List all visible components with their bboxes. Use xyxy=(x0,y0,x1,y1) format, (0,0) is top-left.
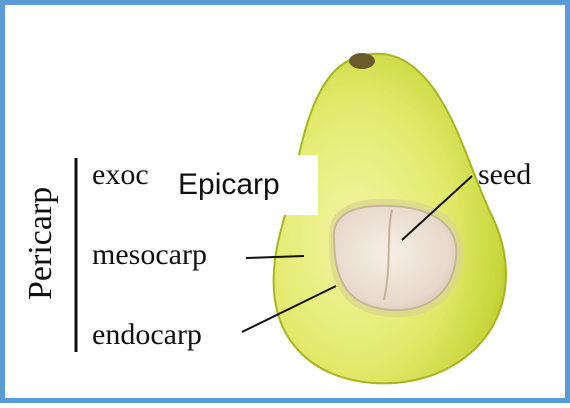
endocarp-label: endocarp xyxy=(92,320,202,350)
pericarp-label: Pericarp xyxy=(24,140,58,300)
stem xyxy=(349,53,375,69)
epicarp-overlay-label: Epicarp xyxy=(178,170,280,200)
exocarp-label: exoc xyxy=(92,160,149,190)
seed-label: seed xyxy=(478,160,531,190)
mesocarp-label: mesocarp xyxy=(92,240,207,270)
seed xyxy=(334,206,457,310)
